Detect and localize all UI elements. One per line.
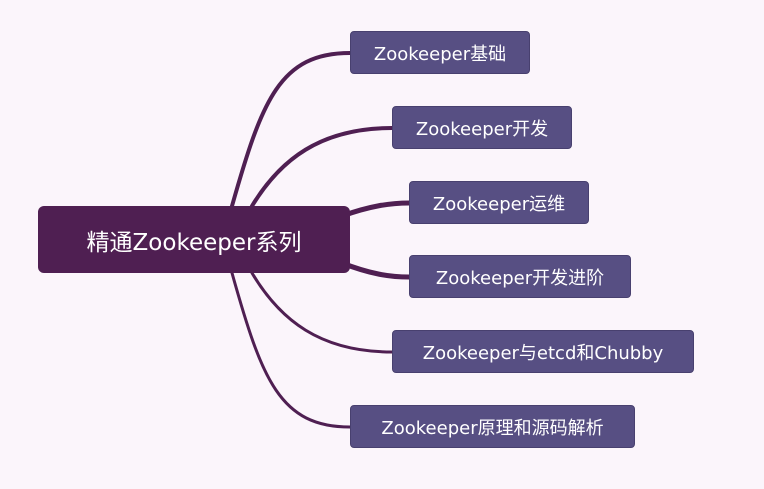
root-topic[interactable]: 精通Zookeeper系列 — [38, 206, 350, 273]
connector-line-2 — [250, 126, 394, 208]
subtopic-6-label: Zookeeper原理和源码解析 — [381, 417, 604, 439]
connector-line-6 — [230, 271, 352, 429]
subtopic-2-label: Zookeeper开发 — [415, 118, 549, 140]
root-topic-label: 精通Zookeeper系列 — [86, 229, 302, 256]
subtopic-4-label: Zookeeper开发进阶 — [435, 267, 605, 289]
subtopic-3-label: Zookeeper运维 — [432, 193, 566, 215]
subtopic-5-label: Zookeeper与etcd和Chubby — [422, 342, 664, 364]
subtopic-1-label: Zookeeper基础 — [373, 43, 507, 65]
connector-line-1 — [230, 51, 352, 208]
connector-line-3 — [339, 200, 412, 219]
subtopic-5[interactable]: Zookeeper与etcd和Chubby — [392, 330, 694, 373]
subtopic-2[interactable]: Zookeeper开发 — [392, 106, 572, 149]
subtopic-3[interactable]: Zookeeper运维 — [409, 181, 589, 224]
connector-line-5 — [250, 271, 394, 354]
subtopic-6[interactable]: Zookeeper原理和源码解析 — [350, 405, 635, 448]
subtopic-4[interactable]: Zookeeper开发进阶 — [409, 255, 631, 298]
connector-line-4 — [339, 260, 412, 280]
subtopic-1[interactable]: Zookeeper基础 — [350, 31, 530, 74]
